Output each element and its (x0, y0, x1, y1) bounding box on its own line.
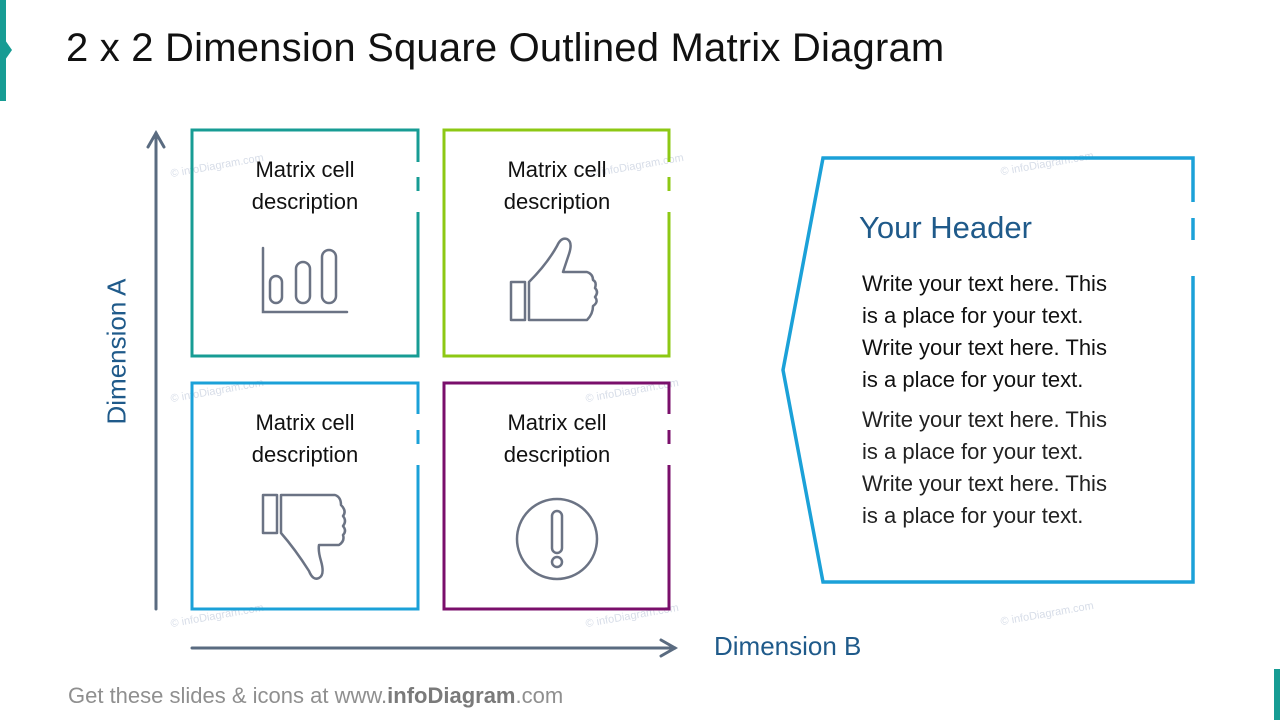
cell-description: Matrix cell description (251, 410, 359, 467)
panel-header: Your Header (859, 210, 1032, 245)
corner-accent-bar (1274, 669, 1280, 720)
cell-description: Matrix cell description (503, 157, 611, 214)
matrix-cell-bottom-right: Matrix cell description (444, 383, 670, 609)
x-axis-label: Dimension B (714, 631, 862, 661)
thumbs-down-icon (261, 493, 347, 580)
thumbs-up-icon (509, 237, 599, 322)
slide-title: 2 x 2 Dimension Square Outlined Matrix D… (66, 26, 945, 70)
panel-paragraph-1: Write your text here. This is a place fo… (862, 271, 1107, 392)
cell-border-bottom-left (190, 381, 420, 611)
panel-border (781, 156, 1195, 584)
x-axis-arrow (190, 638, 679, 658)
cell-border-top-left (190, 128, 420, 358)
bar-chart-icon (261, 246, 349, 314)
footer-credit: Get these slides & icons at www.infoDiag… (68, 683, 564, 708)
exclamation-circle-icon (515, 497, 599, 581)
y-axis-arrow (146, 129, 166, 611)
panel-paragraph-2: Write your text here. This is a place fo… (862, 407, 1107, 528)
matrix-cell-top-right: Matrix cell description (444, 130, 670, 356)
cell-description: Matrix cell description (503, 410, 611, 467)
matrix-cell-top-left: Matrix cell description (192, 130, 418, 356)
footer-brand: infoDiagram (387, 683, 516, 708)
accent-bar (0, 0, 6, 101)
cell-description: Matrix cell description (251, 157, 359, 214)
matrix-cell-bottom-left: Matrix cell description (192, 383, 418, 609)
accent-notch (5, 40, 12, 60)
cell-border-bottom-right (442, 381, 671, 611)
cell-border-top-right (442, 128, 671, 358)
y-axis-label: Dimension A (101, 278, 132, 425)
